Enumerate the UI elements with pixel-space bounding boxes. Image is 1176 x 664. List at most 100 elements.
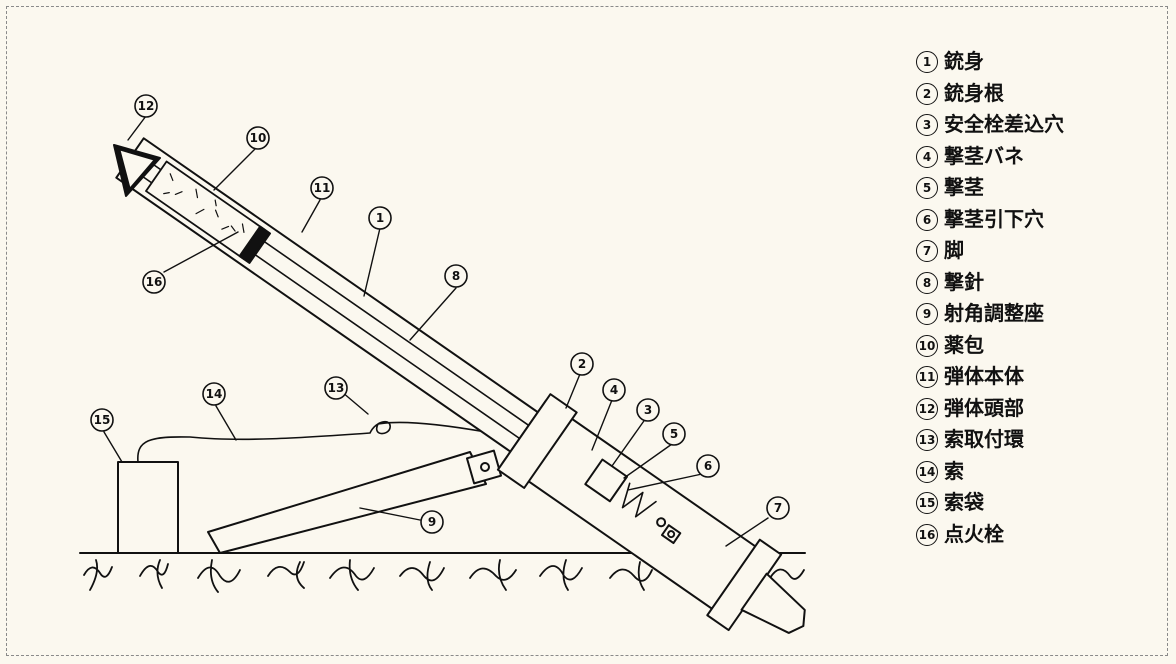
legend-item: 10 薬包	[916, 330, 1166, 362]
leg-spike	[740, 572, 806, 634]
callout-6: 6	[696, 454, 720, 478]
legend-item: 4 撃茎バネ	[916, 141, 1166, 173]
legend-number: 1	[916, 51, 938, 73]
legend-label: 銃身根	[944, 80, 1004, 105]
stand-bolt-plate	[465, 449, 503, 485]
svg-text:8: 8	[452, 269, 460, 283]
svg-text:9: 9	[428, 515, 436, 529]
legend-item: 8 撃針	[916, 267, 1166, 299]
striker	[660, 524, 682, 545]
legend-number: 14	[916, 460, 938, 483]
angle-stand	[207, 451, 487, 554]
callout-14: 14	[202, 382, 226, 406]
svg-text:6: 6	[704, 459, 712, 473]
callout-9: 9	[420, 510, 444, 534]
igniter-plug	[238, 225, 272, 264]
legend-number: 15	[916, 492, 938, 514]
legend-label: 薬包	[944, 332, 984, 357]
svg-text:14: 14	[206, 387, 223, 401]
svg-text:4: 4	[610, 383, 618, 397]
legend-label: 脚	[944, 238, 964, 262]
legend-label: 撃茎バネ	[944, 143, 1024, 168]
legend-label: 索取付環	[944, 427, 1024, 451]
safety-pin-hole	[656, 517, 667, 528]
legend-item: 2 銃身根	[916, 78, 1166, 110]
callout-1: 1	[368, 206, 392, 230]
legend-item: 6 撃茎引下穴	[916, 204, 1166, 236]
striker-block	[584, 458, 629, 503]
cartridge-speckle	[163, 173, 245, 233]
svg-text:5: 5	[670, 427, 678, 441]
legend-label: 撃針	[944, 269, 984, 294]
legend-item: 13 索取付環	[916, 424, 1166, 456]
callout-11: 11	[310, 176, 334, 200]
svg-text:10: 10	[250, 131, 267, 145]
legend-label: 弾体本体	[944, 364, 1024, 388]
callout-10: 10	[246, 126, 270, 150]
callout-3: 3	[636, 398, 660, 422]
legend-item: 11 弾体本体	[916, 361, 1166, 393]
svg-text:16: 16	[146, 275, 163, 289]
legend-number: 8	[916, 271, 938, 294]
svg-text:1: 1	[376, 211, 384, 225]
legend-number: 2	[916, 82, 938, 105]
legend-number: 6	[916, 208, 938, 231]
legend-label: 索	[944, 458, 964, 483]
legend-label: 銃身	[944, 49, 984, 73]
callout-5: 5	[662, 422, 686, 446]
striker-pull-hole	[667, 530, 676, 539]
callout-16: 16	[142, 270, 166, 294]
callouts: 12 10 11 1 16 8 2 4 3 5 6 7 14 13 15 9	[90, 94, 790, 534]
striker-spring	[621, 482, 657, 518]
callout-8: 8	[444, 264, 468, 288]
svg-text:13: 13	[328, 381, 345, 395]
legend-number: 16	[916, 523, 938, 546]
svg-text:2: 2	[578, 357, 586, 371]
stand-bolt	[480, 462, 490, 472]
line-thrower-diagram: 12 10 11 1 16 8 2 4 3 5 6 7 14 13 15 9	[79, 94, 806, 634]
legend-label: 弾体頭部	[944, 395, 1024, 420]
projectile-head	[113, 144, 161, 197]
callout-15: 15	[90, 408, 114, 432]
svg-text:15: 15	[94, 413, 111, 427]
leader-lines	[103, 115, 769, 547]
legend-item: 5 撃茎	[916, 172, 1166, 204]
legend-number: 7	[916, 240, 938, 262]
legend-number: 4	[916, 145, 938, 168]
svg-text:12: 12	[138, 99, 155, 113]
svg-text:11: 11	[314, 181, 331, 195]
callout-2: 2	[570, 352, 594, 376]
legend-number: 3	[916, 114, 938, 136]
legend-number: 12	[916, 397, 938, 420]
legend-item: 15 索袋	[916, 487, 1166, 519]
legend-number: 13	[916, 429, 938, 451]
legend-item: 3 安全栓差込穴	[916, 109, 1166, 141]
legend-item: 16 点火栓	[916, 519, 1166, 551]
legend-label: 索袋	[944, 490, 984, 514]
legend-number: 11	[916, 366, 938, 388]
legend-item: 12 弾体頭部	[916, 393, 1166, 425]
legend-label: 撃茎引下穴	[944, 206, 1044, 231]
legend-number: 9	[916, 303, 938, 325]
barrel-collar	[496, 393, 578, 489]
legend-number: 5	[916, 177, 938, 199]
legend-label: 撃茎	[944, 175, 984, 199]
rope	[137, 420, 487, 463]
legend-label: 安全栓差込穴	[944, 112, 1064, 136]
svg-text:7: 7	[774, 501, 782, 515]
legend-item: 14 索	[916, 456, 1166, 488]
legend-item: 9 射角調整座	[916, 298, 1166, 330]
callout-12: 12	[134, 94, 158, 118]
dashed-frame	[6, 6, 1168, 656]
legend-item: 1 銃身	[916, 46, 1166, 78]
svg-text:3: 3	[644, 403, 652, 417]
callout-13: 13	[324, 376, 348, 400]
rope-bag	[117, 461, 179, 554]
legend-number: 10	[916, 334, 938, 357]
callout-4: 4	[602, 378, 626, 402]
callout-7: 7	[766, 496, 790, 520]
legend-label: 射角調整座	[944, 301, 1044, 325]
legend-label: 点火栓	[944, 521, 1004, 546]
